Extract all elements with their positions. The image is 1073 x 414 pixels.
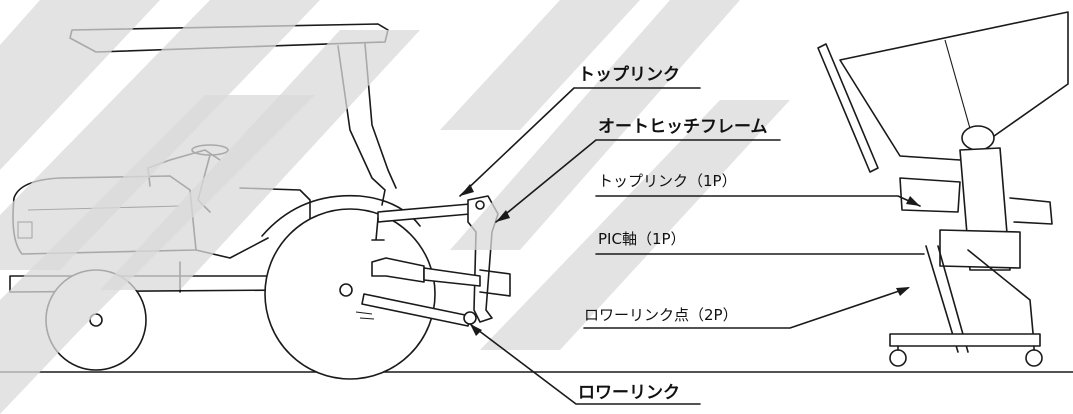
label-pic-shaft-1p: PIC軸（1P）: [598, 230, 686, 248]
label-auto-hitch-frame: オートヒッチフレーム: [598, 117, 768, 137]
leader-auto-hitch-frame: [495, 139, 781, 223]
spreader-top-link-bracket: [899, 177, 961, 213]
spreader-hopper: [839, 11, 1069, 161]
spreader-lever: [817, 43, 879, 173]
three-point-hitch: [361, 195, 511, 327]
label-lower-link: ロワーリンク: [578, 383, 680, 403]
caster-wheel: [889, 349, 907, 367]
top-link-bar: [377, 203, 471, 223]
spreader-disc: [961, 125, 995, 151]
leader-lines: [459, 87, 925, 405]
leader-top-link: [459, 87, 701, 197]
label-top-link: トップリンク: [578, 64, 680, 85]
fertilizer-spreader: [817, 11, 1069, 367]
leader-lower-link-point-2p: [583, 287, 909, 329]
label-top-link-1p: トップリンク（1P）: [598, 172, 737, 190]
lower-link-bar: [361, 293, 471, 327]
pto-shaft: [371, 257, 425, 283]
spreader-base: [889, 333, 1041, 347]
watermark: [0, 0, 790, 414]
label-lower-link-point-2p: ロワーリンク点（2P）: [584, 306, 738, 324]
leader-lower-link: [469, 323, 701, 405]
caster-wheel: [1025, 349, 1043, 367]
